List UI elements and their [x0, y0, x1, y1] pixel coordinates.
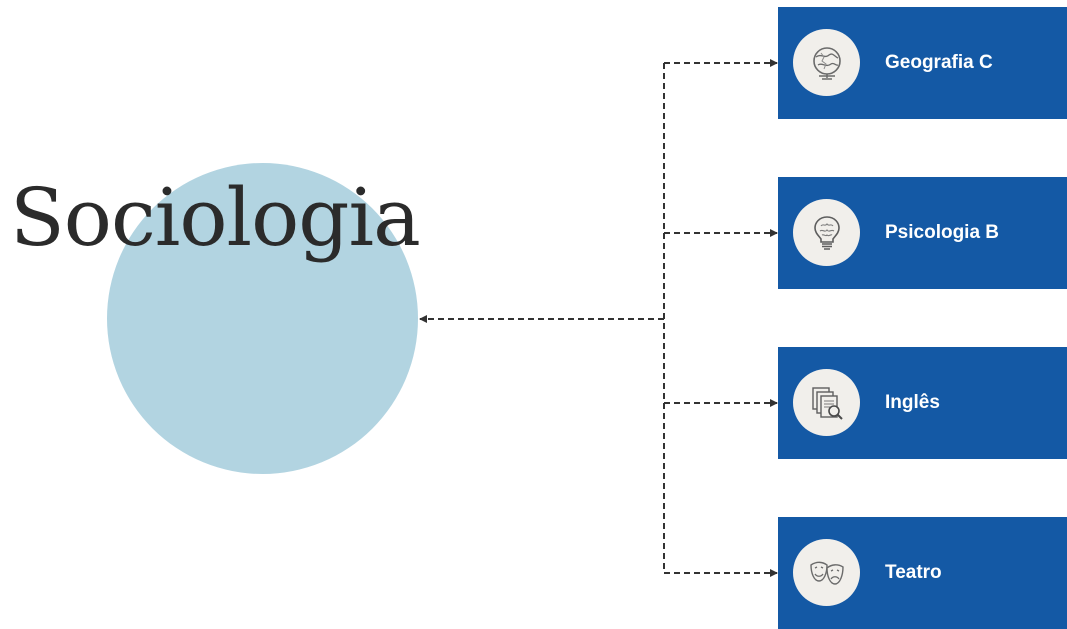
theater-masks-icon [793, 539, 860, 606]
node-teatro[interactable]: Teatro [778, 517, 1067, 629]
node-geografia[interactable]: Geografia C [778, 7, 1067, 119]
documents-magnifier-icon [793, 369, 860, 436]
globe-icon [793, 29, 860, 96]
root-node-label: Sociologia [10, 171, 421, 264]
node-label: Geografia C [885, 52, 993, 73]
brain-lightbulb-icon [793, 199, 860, 266]
node-label: Inglês [885, 392, 940, 413]
node-ingles[interactable]: Inglês [778, 347, 1067, 459]
root-node-circle [107, 163, 418, 474]
node-label: Teatro [885, 562, 942, 583]
node-psicologia[interactable]: Psicologia B [778, 177, 1067, 289]
node-label: Psicologia B [885, 222, 1000, 243]
